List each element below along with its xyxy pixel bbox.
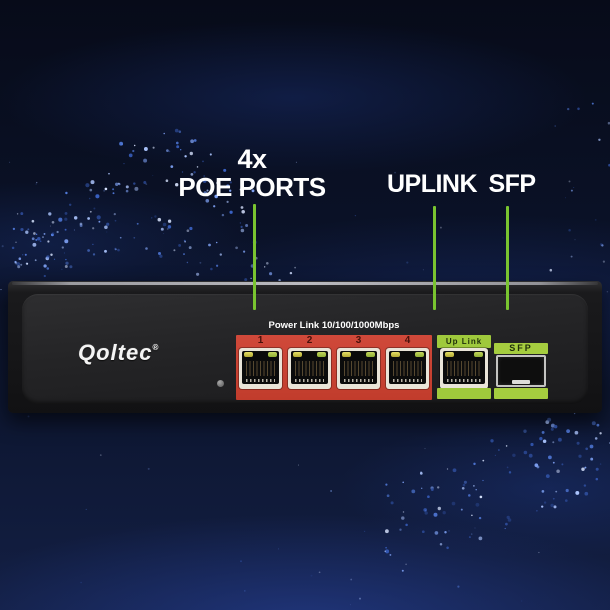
poe-port-number-2: 2 xyxy=(306,335,313,346)
port-led-green xyxy=(268,352,277,357)
port-led-yellow xyxy=(244,352,253,357)
poe-count-label: 4x xyxy=(237,144,267,174)
sfp-pointer-line xyxy=(506,206,509,310)
port-led-green xyxy=(474,352,483,357)
sfp-callout-label: SFP xyxy=(488,170,536,198)
port-led-green xyxy=(317,352,326,357)
port-led-yellow xyxy=(342,352,351,357)
ports-title: Power Link 10/100/1000Mbps xyxy=(268,320,400,331)
brand-logo: Qoltec® xyxy=(78,337,158,364)
port-pins xyxy=(344,361,373,376)
port-led-green xyxy=(415,352,424,357)
sfp-port-label: SFP xyxy=(494,343,548,354)
poe-port-row xyxy=(239,348,429,389)
port-pins xyxy=(447,361,481,376)
rj45-port-icon xyxy=(239,348,282,389)
port-pins xyxy=(393,361,422,376)
uplink-pointer-line xyxy=(433,206,436,310)
rj45-port-icon xyxy=(337,348,380,389)
port-pins xyxy=(246,361,275,376)
sfp-cage-icon xyxy=(496,355,546,387)
poe-pointer-line xyxy=(253,204,256,310)
uplink-callout-label: UPLINK xyxy=(386,170,478,198)
port-led-yellow xyxy=(445,352,454,357)
uplink-green-strip xyxy=(437,388,491,399)
poe-ports-block: 1 2 3 4 xyxy=(236,335,432,400)
poe-port-number-1: 1 xyxy=(257,335,264,346)
brand-name: Qoltec xyxy=(78,340,153,365)
poe-port-numbers: 1 2 3 4 xyxy=(236,335,432,348)
registered-trademark: ® xyxy=(152,343,159,352)
port-led-green xyxy=(366,352,375,357)
port-pins xyxy=(295,361,324,376)
poe-callout: 4x POE PORTS xyxy=(152,144,352,202)
rj45-port-icon xyxy=(386,348,429,389)
port-led-yellow xyxy=(391,352,400,357)
switch-chassis: Qoltec® Power Link 10/100/1000Mbps 1 2 3… xyxy=(8,281,602,413)
rj45-port-icon xyxy=(288,348,331,389)
port-led-yellow xyxy=(293,352,302,357)
uplink-rj45-port-icon xyxy=(440,348,488,389)
sfp-green-strip xyxy=(494,388,548,399)
poe-ports-label: POE PORTS xyxy=(178,172,326,202)
power-led-icon xyxy=(217,380,224,387)
poe-port-number-3: 3 xyxy=(355,335,362,346)
poe-port-number-4: 4 xyxy=(404,335,411,346)
uplink-port-label: Up Link xyxy=(437,335,491,348)
switch-front-panel: Qoltec® Power Link 10/100/1000Mbps 1 2 3… xyxy=(22,294,588,404)
